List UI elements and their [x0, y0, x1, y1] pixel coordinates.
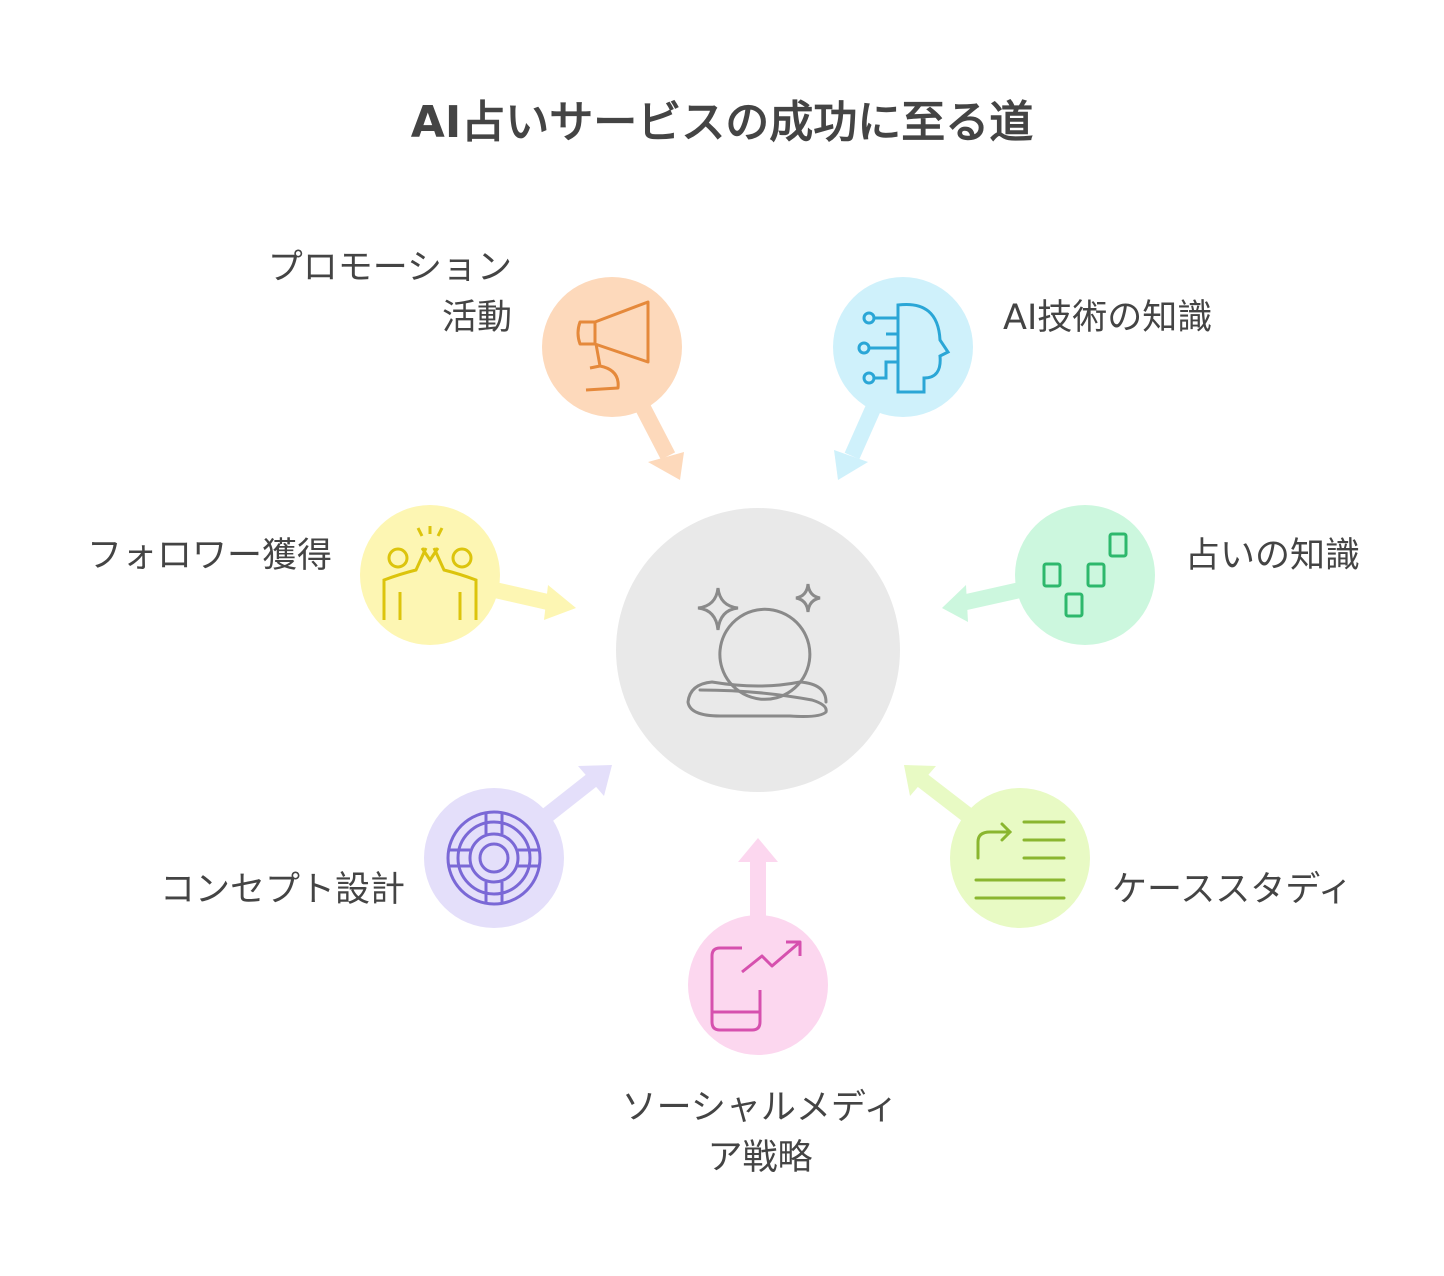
high-five-icon	[382, 526, 478, 620]
label-fortune: 占いの知識	[1185, 536, 1361, 576]
arrow-concept	[540, 765, 612, 824]
label-line: ソーシャルメディ	[621, 1088, 899, 1128]
label-promotion: プロモーション 活動	[268, 243, 512, 343]
arrow-ai-tech	[834, 398, 884, 480]
label-social: ソーシャルメディ ア戦略	[560, 1083, 960, 1183]
list-redirect-icon	[974, 820, 1066, 900]
node-social	[688, 915, 828, 1055]
blocks-icon	[1042, 532, 1128, 618]
target-icon	[446, 810, 542, 906]
node-case-study	[950, 788, 1090, 928]
label-case-study: ケーススタディ	[1112, 870, 1353, 910]
node-followers	[360, 505, 500, 645]
center-node	[616, 508, 900, 792]
label-followers: フォロワー獲得	[86, 536, 332, 576]
arrow-case-study	[904, 765, 975, 824]
arrow-followers	[493, 582, 576, 620]
arrow-social	[738, 838, 778, 918]
ai-head-icon	[857, 302, 951, 394]
node-concept	[424, 788, 564, 928]
megaphone-icon	[576, 300, 650, 392]
label-line: プロモーション	[267, 248, 512, 288]
label-ai-tech: AI技術の知識	[1003, 298, 1213, 338]
meditation-crystal-ball-icon	[686, 583, 828, 718]
node-promotion	[542, 277, 682, 417]
label-line: 活動	[441, 298, 512, 338]
diagram-title: AI占いサービスの成功に至る道	[410, 97, 1034, 148]
node-ai-tech	[833, 277, 973, 417]
node-fortune	[1015, 505, 1155, 645]
arrow-promotion	[632, 398, 684, 480]
arrow-fortune	[942, 582, 1022, 622]
label-concept: コンセプト設計	[159, 870, 405, 910]
phone-growth-icon	[710, 940, 802, 1032]
label-line: ア戦略	[707, 1138, 813, 1178]
